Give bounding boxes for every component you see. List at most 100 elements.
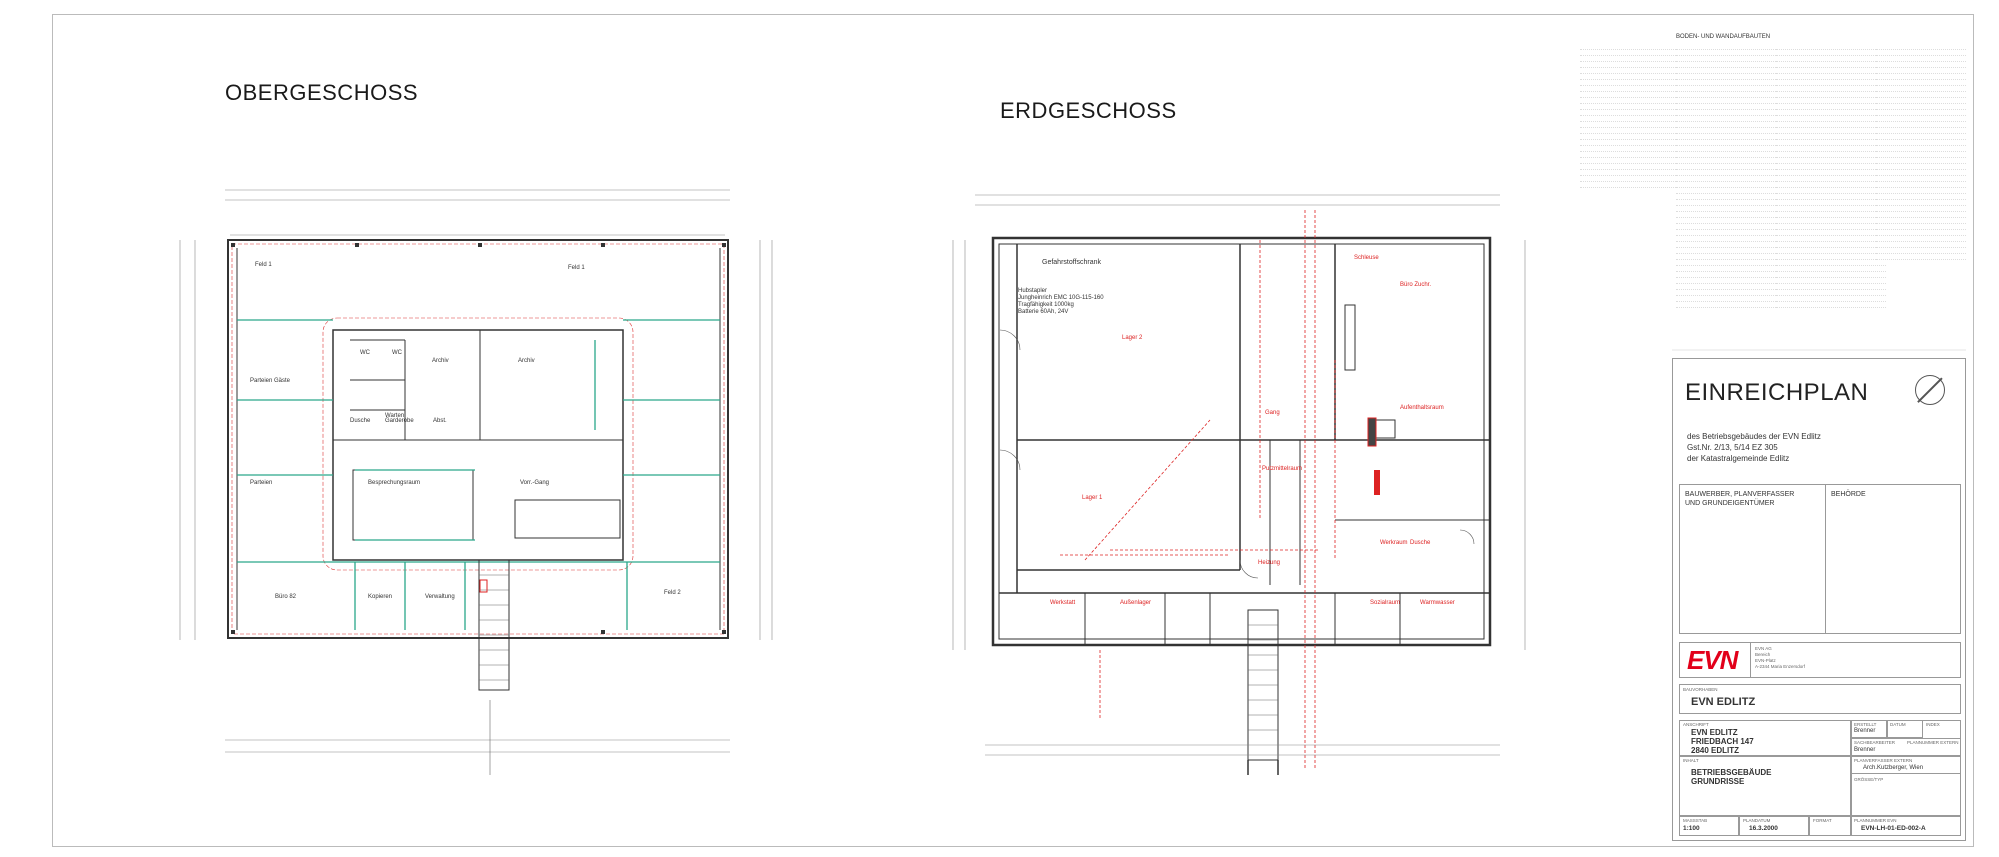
upper-room-label: Parteien (250, 480, 273, 486)
meta-cell (1851, 756, 1961, 774)
ground-room-label: Werkraum (1380, 540, 1408, 546)
ground-room-label: Gang (1265, 410, 1280, 416)
upper-room-label: Kopieren (368, 594, 393, 600)
ground-floor-plan (952, 194, 1526, 775)
legend-column (1580, 44, 1690, 188)
ground-room-label: Sozialraum (1370, 600, 1401, 606)
legend-header: BODEN- UND WANDAUFBAUTEN (1676, 34, 1771, 40)
drawing-number-cell (1851, 816, 1961, 836)
company-address: Bereich (1755, 652, 1771, 657)
ground-room-label: Warmwasser (1420, 600, 1455, 606)
upper-room-label: Besprechungsraum (368, 480, 421, 486)
upper-room-label: Vorr.-Gang (520, 480, 550, 486)
plan-description-line: Gst.Nr. 2/13, 5/14 EZ 305 (1687, 443, 1778, 452)
company-address: EVN AG (1755, 646, 1772, 651)
revision-label: INDEX (1926, 722, 1940, 727)
planner2-label: PLANVERFASSER EXTERN (1854, 758, 1913, 763)
ground-room-label: Schleuse (1354, 255, 1379, 261)
content-label: INHALT (1683, 758, 1699, 763)
ground-room-label: Büro Zuchr. (1400, 282, 1432, 288)
scale-value: 1:100 (1683, 825, 1700, 832)
address-line: 2840 EDLITZ (1691, 746, 1740, 755)
scale-cell (1679, 816, 1739, 836)
address-label: ANSCHRIFT (1683, 722, 1709, 727)
date-label: DATUM (1890, 722, 1906, 727)
project-label: BAUVORHABEN (1683, 687, 1718, 692)
forklift-note: Tragfähigkeit 1000kg (1018, 302, 1074, 308)
address-line: EVN EDLITZ (1691, 728, 1738, 737)
forklift-note: Batterie 60Ah, 24V (1018, 309, 1069, 315)
builder-label: UND GRUNDEIGENTÜMER (1685, 500, 1775, 507)
upper-room-label: Verwaltung (425, 594, 455, 600)
plan-date-label: PLANDATUM (1743, 818, 1771, 823)
drawn-value: Brenner (1854, 728, 1876, 734)
plan-description-line: der Katastralgemeinde Edlitz (1687, 454, 1790, 463)
upper-room-label: WC (392, 350, 402, 356)
ground-room-label: Lager 2 (1122, 335, 1143, 341)
upper-room-label: Garderobe (385, 418, 414, 424)
checked-label: SACHBEARBEITER (1854, 740, 1896, 745)
upper-room-label: Feld 1 (568, 265, 585, 271)
ground-room-label: Lager 1 (1082, 495, 1103, 501)
content-line: BETRIEBSGEBÄUDE (1691, 768, 1772, 777)
format-size-label: GRÖSSE/TYP (1854, 777, 1884, 782)
upper-room-label: Warten (385, 413, 405, 419)
no-entry-icon (1915, 375, 1945, 405)
legend-column (1676, 44, 1786, 308)
address-line: FRIEDBACH 147 (1691, 737, 1754, 746)
authority-label: BEHÖRDE (1831, 491, 1866, 498)
forklift-note: Hubstapler (1018, 288, 1048, 294)
upper-floor-plan (179, 189, 773, 775)
upper-room-label: Feld 2 (664, 590, 681, 596)
scale-label: MASSSTAB (1683, 818, 1708, 823)
ground-room-label: Dusche (1410, 540, 1431, 546)
drawn-label: ERSTELLT (1854, 722, 1877, 727)
ground-room-label: Werkstatt (1050, 600, 1076, 606)
plan-description-line: des Betriebsgebäudes der EVN Edlitz (1687, 432, 1821, 441)
content-box (1679, 756, 1851, 816)
planner-ext-label: PLANNUMMER EXTERN (1907, 740, 1959, 745)
format-label: FORMAT (1813, 818, 1832, 823)
meta-cell (1851, 738, 1961, 756)
company-address: A-2344 Maria Enzersdorf (1755, 664, 1806, 669)
drawing-number-label: PLANNUMMER EVN (1854, 818, 1897, 823)
ground-room-label: Putzmittelraum (1262, 466, 1303, 472)
upper-room-label: Dusche (350, 418, 371, 424)
authority-area (1825, 484, 1961, 634)
plan-type-title: EINREICHPLAN (1685, 379, 1869, 406)
content-line: GRUNDRISSE (1691, 777, 1745, 786)
ground-floor-title: ERDGESCHOSS (1000, 98, 1177, 123)
plan-date-value: 16.3.2000 (1749, 825, 1778, 832)
upper-floor-title: OBERGESCHOSS (225, 80, 419, 105)
meta-cell (1851, 720, 1887, 738)
format-cell (1809, 816, 1851, 836)
checked-value: Brenner (1854, 747, 1876, 753)
meta-cell (1887, 720, 1923, 738)
construction-legend: BODEN- UND WANDAUFBAUTEN (1580, 34, 1975, 334)
legend-column (1776, 44, 1886, 308)
upper-room-label: Archiv (518, 358, 535, 364)
plan-date-cell (1739, 816, 1809, 836)
plan-description: des Betriebsgebäudes der EVN Edlitz Gst.… (1687, 431, 1821, 464)
upper-room-label: Feld 1 (255, 262, 272, 268)
ground-room-label: Außenlager (1120, 600, 1152, 606)
forklift-note: Jungheinrich EMC 10G-115-160 (1018, 295, 1104, 301)
upper-room-label: Parteien Gäste (250, 378, 291, 384)
evn-logo: EVN (1687, 645, 1738, 675)
company-address: EVN-Platz (1755, 658, 1776, 663)
hazmat-cabinet-note: Gefahrstoffschrank (1042, 259, 1102, 266)
legend-column (1876, 44, 1966, 260)
drawing-number-value: EVN-LH-01-ED-002-A (1861, 825, 1926, 832)
address-box (1679, 720, 1851, 756)
project-box (1679, 684, 1961, 714)
ground-room-label: Aufenthaltsraum (1400, 405, 1444, 411)
company-logo-box (1679, 642, 1751, 678)
ground-room-label: Heizung (1258, 560, 1281, 566)
planner2-value: Arch.Kutzberger, Wien (1863, 765, 1924, 771)
upper-room-label: WC (360, 350, 370, 356)
upper-room-label: Abst. (433, 418, 447, 424)
project-value: EVN EDLITZ (1691, 696, 1756, 708)
upper-room-label: Archiv (432, 358, 449, 364)
upper-room-label: Büro 82 (275, 594, 297, 600)
